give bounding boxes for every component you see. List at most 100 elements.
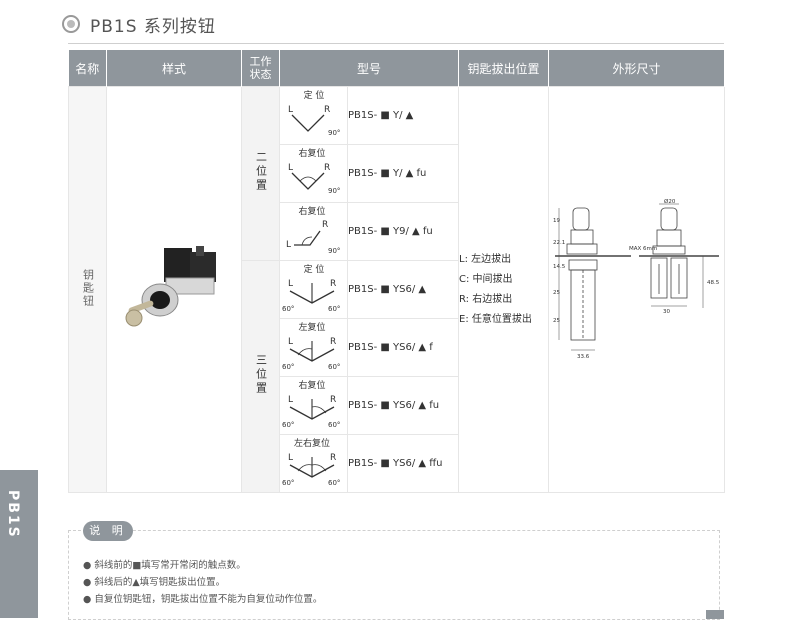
diagram-r: R	[324, 163, 330, 173]
page-title-text: PB1S 系列按钮	[90, 16, 216, 37]
diagram-r: R	[324, 105, 330, 115]
table-row: 右复位 L R 60° 60° PB1S- ■ YS6/ ▲ fu	[69, 376, 725, 435]
product-image-cell	[106, 86, 242, 493]
note-text: 斜线前的■填写常开常闭的触点数。	[94, 560, 246, 571]
notes-box: 说 明 ● 斜线前的■填写常开常闭的触点数。 ● 斜线后的▲填写钥匙拔出位置。 …	[68, 521, 720, 620]
key-switch-photo	[125, 246, 216, 327]
diagram-label: 左复位	[298, 321, 325, 333]
model-code: PB1S- ■ YS6/ ▲ fu	[346, 376, 460, 435]
diagram-l: L	[288, 453, 293, 463]
diagram-label: 右复位	[298, 379, 325, 391]
dim-h19: 19	[553, 218, 560, 224]
side-tab: PB1S	[0, 470, 38, 618]
note-text: 斜线后的▲填写钥匙拔出位置。	[94, 577, 226, 588]
model-code: PB1S- ■ YS6/ ▲ ffu	[346, 434, 460, 493]
diagram-angle-right: 60°	[328, 305, 340, 313]
diagram-label: 右复位	[298, 147, 325, 159]
header-dims: 外形尺寸	[548, 50, 726, 87]
table-row: 三位置 定 位 L R 60° 60° PB1S- ■ YS6/ ▲	[69, 260, 725, 493]
position-diagram-cell: 右复位 L R 90°	[279, 144, 348, 203]
dim-h14: 14.5	[553, 264, 566, 270]
position-diagram-5: 左复位 L R 60° 60°	[282, 321, 340, 371]
position-diagram-cell: 左右复位 L R 60° 60°	[279, 434, 348, 493]
diagram-angle-right: 60°	[328, 479, 340, 487]
position-diagram-cell: 右复位 L R 60° 60°	[279, 376, 348, 435]
dim-h25a: 25	[553, 290, 560, 296]
key-out-cell: L: 左边拔出 C: 中间拔出 R: 右边拔出 E: 任意位置拔出	[458, 86, 550, 493]
note-item: ● 斜线后的▲填写钥匙拔出位置。	[83, 577, 226, 588]
table-row: 左右复位 L R 60° 60° PB1S- ■ YS6/ ▲ ffu	[69, 434, 725, 493]
diagram-angle: 90°	[328, 247, 340, 255]
diagram-l: L	[288, 395, 293, 405]
dim-h22: 22.1	[553, 240, 565, 246]
dim-h48: 48.5	[707, 280, 720, 286]
dimension-drawing-cell: Ø20 MAX 6mm 19 22.1 14.5 25 25 33.6 30 4…	[548, 86, 726, 493]
key-out-r: R: 右边拔出	[459, 293, 513, 305]
side-tab-label: PB1S	[5, 490, 21, 539]
title-divider	[68, 43, 724, 44]
dim-w30: 30	[663, 309, 670, 315]
diagram-angle-right: 60°	[328, 421, 340, 429]
diagram-r: R	[322, 220, 328, 230]
note-text: 自复位钥匙钮，钥匙拔出位置不能为自复位动作位置。	[94, 594, 323, 605]
diagram-angle: 90°	[328, 187, 340, 195]
diagram-l: L	[288, 163, 293, 173]
table-row: 钥匙钮 二位置 定 位 L R	[68, 86, 726, 493]
position-diagram-2: 右复位 L R 90°	[288, 147, 340, 195]
dim-w33: 33.6	[577, 354, 590, 360]
position-diagram-4: 定 位 L R 60° 60°	[282, 263, 340, 313]
diagram-r: R	[330, 395, 336, 405]
diagram-label: 定 位	[304, 89, 325, 101]
position-diagram-cell: 左复位 L R 60° 60°	[279, 318, 348, 377]
diagram-angle-left: 60°	[282, 305, 294, 313]
dim-h25b: 25	[553, 318, 560, 324]
corner-mark	[706, 610, 724, 619]
diagram-label: 右复位	[298, 205, 325, 217]
table-row: 右复位 L R 90° PB1S- ■ Y/ ▲ fu	[69, 144, 725, 203]
key-out-c: C: 中间拔出	[459, 273, 513, 285]
diagram-label: 左右复位	[294, 437, 330, 449]
diagram-l: L	[288, 337, 293, 347]
table-row: 右复位 L R 90° PB1S- ■ Y9/ ▲ fu	[69, 202, 725, 261]
diagram-r: R	[330, 337, 336, 347]
model-code: PB1S- ■ Y/ ▲	[346, 86, 460, 145]
dim-top-dia: Ø20	[664, 198, 676, 205]
header-model: 型号	[279, 50, 460, 87]
header-key-out: 钥匙拔出位置	[458, 50, 550, 87]
header-style: 样式	[106, 50, 242, 87]
table-row: 左复位 L R 60° 60° PB1S- ■ YS6/ ▲ f	[69, 318, 725, 377]
page-title: PB1S 系列按钮	[62, 10, 216, 38]
state-label: 三位置	[254, 354, 268, 396]
key-out-e: E: 任意位置拔出	[459, 313, 532, 325]
notes-list: ● 斜线前的■填写常开常闭的触点数。 ● 斜线后的▲填写钥匙拔出位置。 ● 自复…	[83, 557, 322, 608]
diagram-r: R	[330, 279, 336, 289]
spec-table: 名称 样式 工作状态 型号 钥匙拔出位置 外形尺寸 钥匙钮	[68, 50, 726, 493]
notes-title: 说 明	[83, 521, 133, 541]
target-circle-icon	[62, 15, 80, 33]
diagram-r: R	[330, 453, 336, 463]
dimension-drawing: Ø20 MAX 6mm 19 22.1 14.5 25 25 33.6 30 4…	[553, 198, 720, 360]
diagram-l: L	[288, 279, 293, 289]
diagram-l: L	[288, 105, 293, 115]
position-diagram-7: 左右复位 L R 60° 60°	[282, 437, 340, 487]
position-diagram-1: 定 位 L R 90°	[288, 89, 340, 137]
key-out-l: L: 左边拔出	[459, 253, 512, 265]
position-diagram-cell: 定 位 L R 60° 60°	[279, 260, 348, 319]
state-two-position: 二位置	[241, 86, 280, 261]
header-state: 工作状态	[241, 50, 280, 87]
diagram-angle-left: 60°	[282, 421, 294, 429]
model-code: PB1S- ■ Y/ ▲ fu	[346, 144, 460, 203]
model-code: PB1S- ■ YS6/ ▲ f	[346, 318, 460, 377]
note-item: ● 斜线前的■填写常开常闭的触点数。	[83, 560, 246, 571]
diagram-angle: 90°	[328, 129, 340, 137]
header-state-text: 工作状态	[249, 55, 272, 81]
position-diagram-cell: 定 位 L R 90°	[279, 86, 348, 145]
category-cell: 钥匙钮	[68, 86, 107, 493]
model-code: PB1S- ■ Y9/ ▲ fu	[346, 202, 460, 261]
position-diagram-3: 右复位 L R 90°	[286, 205, 340, 255]
dim-max: MAX 6mm	[629, 246, 657, 252]
diagram-label: 定 位	[304, 263, 325, 275]
state-three-position: 三位置	[241, 260, 280, 493]
diagram-l: L	[286, 240, 291, 250]
state-label: 二位置	[254, 151, 268, 193]
